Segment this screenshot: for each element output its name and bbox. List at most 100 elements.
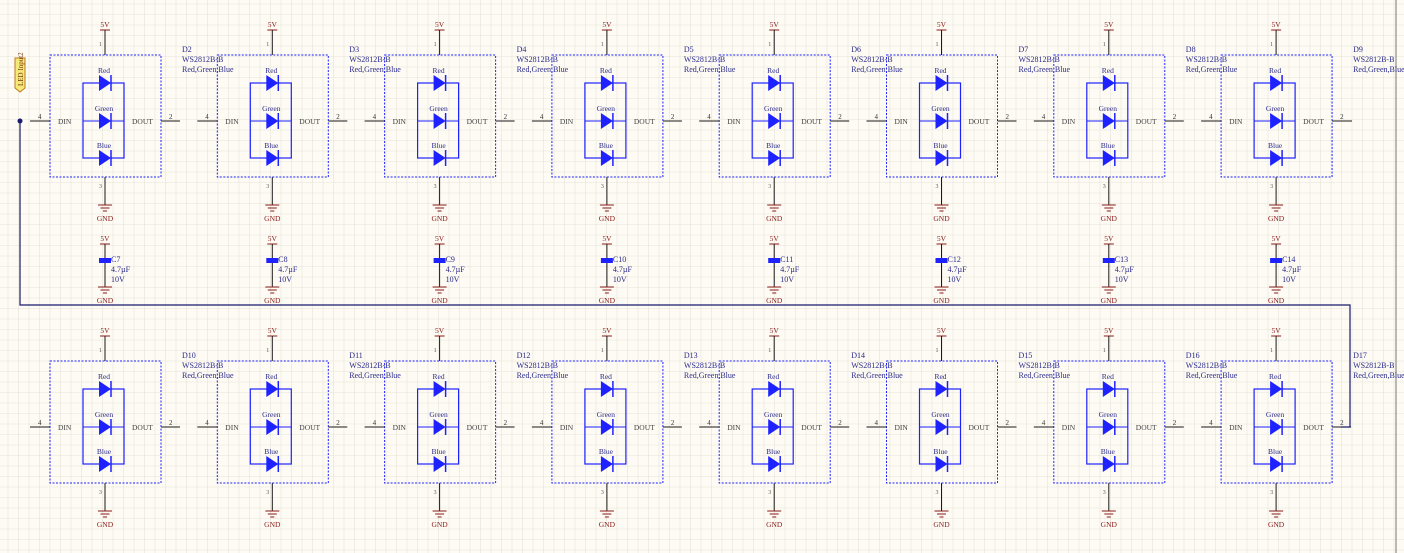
pin-din: DIN bbox=[393, 423, 407, 432]
cap-designator: C9 bbox=[446, 255, 455, 264]
pin-din: DIN bbox=[58, 423, 72, 432]
ground-label: GND bbox=[1268, 296, 1285, 305]
power-label: 5V bbox=[435, 326, 445, 335]
pin-number: 3 bbox=[99, 184, 102, 190]
designator: D13 bbox=[684, 351, 698, 360]
designator: D15 bbox=[1019, 351, 1033, 360]
ground-label: GND bbox=[431, 214, 448, 223]
designator: D7 bbox=[1019, 45, 1029, 54]
cap-voltage: 10V bbox=[1282, 275, 1296, 284]
capacitor-icon bbox=[1270, 258, 1283, 263]
power-label: 5V bbox=[602, 20, 612, 29]
pin-din: DIN bbox=[225, 423, 239, 432]
channel-label-blue: Blue bbox=[766, 447, 781, 456]
part-name: WS2812B-B bbox=[1019, 361, 1060, 370]
pin-din: DIN bbox=[58, 117, 72, 126]
pin-number: 1 bbox=[1270, 42, 1273, 48]
part-name: WS2812B-B bbox=[349, 361, 390, 370]
component-outline bbox=[216, 54, 329, 178]
diode-icon bbox=[935, 381, 948, 397]
diode-icon bbox=[433, 381, 446, 397]
diode-icon bbox=[600, 113, 613, 129]
diode-icon bbox=[1270, 419, 1283, 435]
part-name: WS2812B-B bbox=[851, 361, 892, 370]
part-value: Red,Green,Blue bbox=[1353, 65, 1404, 74]
power-label: 5V bbox=[1104, 326, 1114, 335]
pin-dout: DOUT bbox=[969, 117, 990, 126]
diode-icon bbox=[768, 419, 781, 435]
channel-label-green: Green bbox=[429, 410, 448, 419]
channel-label-blue: Blue bbox=[933, 447, 948, 456]
pin-number: 1 bbox=[601, 348, 604, 354]
power-port-5v: 5V bbox=[1103, 234, 1114, 245]
ground-symbol: GND bbox=[766, 286, 783, 305]
diode-icon bbox=[935, 75, 948, 91]
channel-label-blue: Blue bbox=[432, 141, 447, 150]
channel-label-green: Green bbox=[597, 410, 616, 419]
pin-din: DIN bbox=[727, 117, 741, 126]
part-name: WS2812B-B bbox=[1019, 55, 1060, 64]
ground-symbol: GND bbox=[1101, 286, 1118, 305]
power-label: 5V bbox=[100, 326, 110, 335]
cap-designator: C12 bbox=[948, 255, 961, 264]
pin-dout: DOUT bbox=[299, 423, 320, 432]
designator: D3 bbox=[349, 45, 359, 54]
channel-label-red: Red bbox=[600, 372, 612, 381]
component-outline bbox=[886, 54, 998, 178]
channel-label-red: Red bbox=[433, 372, 445, 381]
power-port-5v: 5V bbox=[601, 326, 612, 337]
cap-voltage: 10V bbox=[948, 275, 962, 284]
ground-label: GND bbox=[431, 520, 448, 529]
ground-symbol: GND bbox=[264, 510, 281, 529]
power-port-5v: 5V bbox=[936, 234, 947, 245]
diode-icon bbox=[600, 456, 613, 472]
channel-label-green: Green bbox=[931, 104, 950, 113]
net-label-led-input[interactable]: LED Input2 bbox=[14, 52, 26, 93]
ground-label: GND bbox=[1101, 296, 1118, 305]
pin-din: DIN bbox=[225, 117, 239, 126]
part-value: Red,Green,Blue bbox=[1019, 65, 1071, 74]
capacitor-icon bbox=[433, 258, 446, 263]
power-label: 5V bbox=[268, 234, 278, 243]
channel-label-green: Green bbox=[1099, 410, 1118, 419]
diode-icon bbox=[433, 75, 446, 91]
part-name: WS2812B-B bbox=[684, 55, 725, 64]
pin-number: 3 bbox=[1103, 184, 1106, 190]
diode-icon bbox=[768, 113, 781, 129]
pin-number: 4 bbox=[373, 113, 377, 121]
channel-label-red: Red bbox=[600, 66, 612, 75]
diode-icon bbox=[1270, 150, 1283, 166]
channel-label-green: Green bbox=[1266, 104, 1285, 113]
power-label: 5V bbox=[1272, 20, 1282, 29]
channel-label-blue: Blue bbox=[97, 141, 112, 150]
diode-icon bbox=[266, 150, 279, 166]
power-label: 5V bbox=[770, 326, 780, 335]
pin-number: 1 bbox=[1270, 348, 1273, 354]
diode-icon bbox=[433, 456, 446, 472]
